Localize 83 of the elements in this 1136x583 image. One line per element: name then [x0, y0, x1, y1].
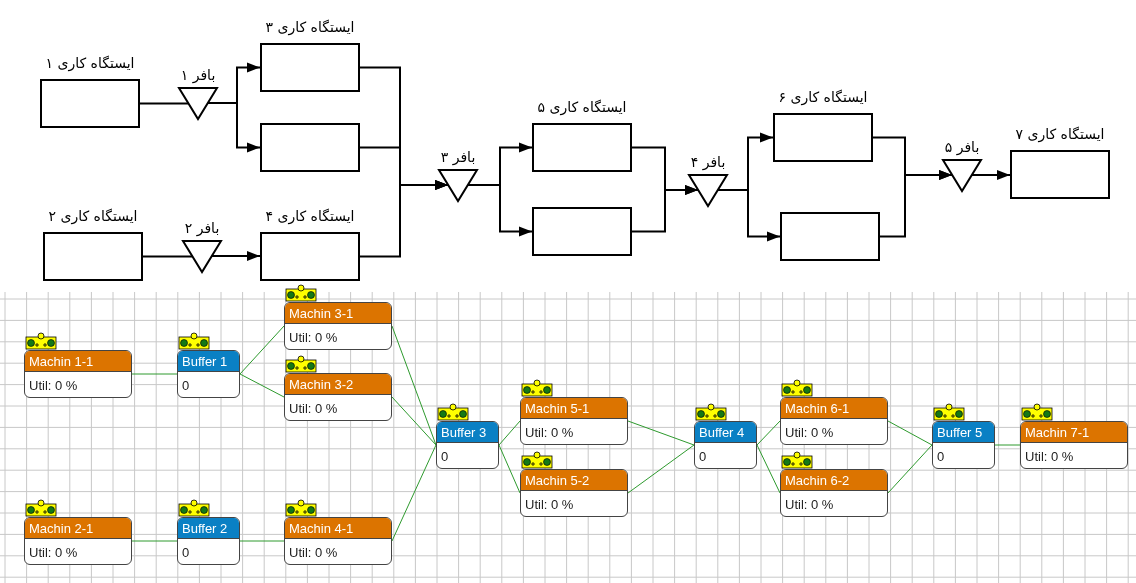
buffer-box — [694, 421, 757, 469]
connector-line — [131, 373, 178, 375]
connector-line — [756, 444, 781, 494]
machine-box — [520, 397, 628, 445]
title-bar: Machin 3-1 — [285, 303, 391, 324]
title-bar: Buffer 4 — [695, 422, 756, 443]
title-bar: Machin 6-1 — [781, 398, 887, 419]
station-label: ایستگاه کاری ۷ — [1014, 125, 1106, 144]
connector-line — [627, 444, 695, 494]
machine-box — [24, 350, 132, 398]
title-bar: Machin 2-1 — [25, 518, 131, 539]
count-text: 0 — [441, 449, 449, 465]
station-label: ایستگاه کاری ۴ — [264, 207, 356, 226]
connector-line — [391, 325, 437, 446]
count-text: 0 — [937, 449, 945, 465]
utilization-text: Util: 0 % — [1025, 449, 1074, 465]
connector-line — [887, 420, 933, 446]
machine-box — [520, 469, 628, 517]
count-text: 0 — [699, 449, 707, 465]
title-bar: Machin 1-1 — [25, 351, 131, 372]
connector-line — [498, 444, 521, 494]
machine-box — [284, 302, 392, 350]
arrow — [879, 170, 953, 238]
machine-box — [24, 517, 132, 565]
arrow — [207, 102, 261, 153]
title-bar: Buffer 2 — [178, 518, 239, 539]
machine-box — [780, 397, 888, 445]
station-label: ایستگاه کاری ۳ — [264, 18, 356, 37]
connector-line — [498, 420, 521, 446]
buffer-box — [436, 421, 499, 469]
title-bar: Machin 5-1 — [521, 398, 627, 419]
title-bar: Machin 7-1 — [1021, 422, 1127, 443]
utilization-text: Util: 0 % — [289, 401, 338, 417]
connector-line — [756, 420, 781, 446]
arrow — [631, 185, 699, 233]
connector-line — [239, 540, 285, 542]
utilization-text: Util: 0 % — [29, 378, 78, 394]
arrow — [717, 189, 781, 242]
title-bar: Buffer 5 — [933, 422, 994, 443]
connector-line — [239, 325, 285, 375]
buffer-box — [177, 517, 240, 565]
connector-line — [239, 373, 285, 398]
machine-box — [284, 517, 392, 565]
buffer-label: بافر ۱ — [179, 65, 217, 85]
arrow — [359, 180, 449, 258]
machine-box — [1020, 421, 1128, 469]
connector-line — [391, 444, 437, 542]
title-bar: Machin 4-1 — [285, 518, 391, 539]
connector-line — [627, 420, 695, 446]
utilization-text: Util: 0 % — [525, 497, 574, 513]
title-bar: Buffer 1 — [178, 351, 239, 372]
station-label: ایستگاه کاری ۱ — [44, 54, 136, 73]
title-bar: Machin 6-2 — [781, 470, 887, 491]
count-text: 0 — [182, 545, 190, 561]
buffer-label: بافر ۲ — [183, 218, 221, 238]
arrow — [211, 251, 261, 261]
machine-box — [284, 373, 392, 421]
buffer-label: بافر ۴ — [689, 152, 727, 172]
utilization-text: Util: 0 % — [785, 497, 834, 513]
connector-line — [131, 540, 178, 542]
utilization-text: Util: 0 % — [29, 545, 78, 561]
connector-line — [994, 444, 1021, 446]
title-bar: Buffer 3 — [437, 422, 498, 443]
arrow — [971, 170, 1011, 180]
machine-box — [780, 469, 888, 517]
connector-line — [391, 396, 437, 446]
station-label: ایستگاه کاری ۶ — [777, 88, 869, 107]
connector-line — [887, 444, 933, 494]
station-label: ایستگاه کاری ۲ — [47, 207, 139, 226]
utilization-text: Util: 0 % — [289, 330, 338, 346]
station-label: ایستگاه کاری ۵ — [536, 98, 628, 117]
utilization-text: Util: 0 % — [785, 425, 834, 441]
utilization-text: Util: 0 % — [525, 425, 574, 441]
buffer-box — [177, 350, 240, 398]
count-text: 0 — [182, 378, 190, 394]
title-bar: Machin 5-2 — [521, 470, 627, 491]
buffer-box — [932, 421, 995, 469]
utilization-text: Util: 0 % — [289, 545, 338, 561]
title-bar: Machin 3-2 — [285, 374, 391, 395]
connector-line — [142, 255, 194, 258]
buffer-label: بافر ۳ — [439, 147, 477, 167]
buffer-label: بافر ۵ — [943, 137, 981, 157]
connector-line — [139, 102, 190, 105]
